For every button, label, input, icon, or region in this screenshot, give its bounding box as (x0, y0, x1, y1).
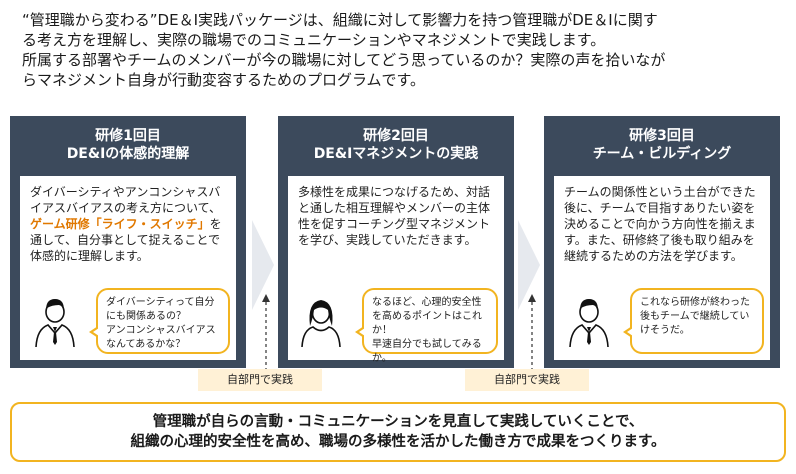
session-3-speech-bubble: これなら研修が終わった後もチームで継続していけそうだ。 (623, 288, 764, 354)
summary-line: 組織の心理的安全性を高め、職場の多様性を活かした働き方で成果をつくります。 (130, 434, 666, 450)
session-1-title: DE&Iの体感的理解 (66, 146, 190, 162)
summary-box: 管理職が自らの言動・コミュニケーションを見直して実践していくことで、 組織の心理… (10, 402, 786, 462)
bubble-tail-inner (93, 328, 99, 336)
intro-line: 所属する部署やチームのメンバーが今の職場に対してどう思っているのか？実際の声を拾… (22, 51, 666, 69)
intro-text: “管理職から変わる”DE＆I実践パッケージは、組織に対して影響力を持つ管理職がD… (22, 10, 782, 90)
session-3-header: 研修3回目 チーム・ビルディング (544, 116, 780, 174)
dashed-up-arrow-icon (528, 294, 536, 374)
bubble-tail-inner (359, 328, 365, 336)
practice-tag: 自部門で実践 (465, 369, 589, 391)
session-1-speech-bubble: ダイバーシティって自分にも関係あるの？ アンコンシャスバイアスなんてあるかな？ (89, 288, 230, 354)
bubble-tail-inner (627, 328, 633, 336)
session-2-description: 多様性を成果につなげるため、対話と通した相互理解やメンバーの主体性を促すコーチン… (298, 185, 491, 247)
intro-line: らマネジメント自身が行動変容するためのプログラムです。 (22, 71, 426, 89)
session-1-header: 研修1回目 DE&Iの体感的理解 (10, 116, 246, 174)
session-2-card: 研修2回目 DE&Iマネジメントの実践 多様性を成果につなげるため、対話と通した… (278, 116, 514, 368)
session-1-card: 研修1回目 DE&Iの体感的理解 ダイバーシティやアンコンシャスバイアスバイアス… (10, 116, 246, 368)
intro-line: “管理職から変わる”DE＆I実践パッケージは、組織に対して影響力を持つ管理職がD… (22, 11, 658, 29)
session-1-desc-text-end: を通して、自分事として捉えることで体感的に理解します。 (30, 217, 222, 263)
session-3-card: 研修3回目 チーム・ビルディング チームの関係性という土台ができた後に、チームで… (544, 116, 780, 368)
session-3-title: チーム・ビルディング (592, 146, 732, 162)
chevron-right-icon (518, 220, 540, 310)
intro-line: る考え方を理解し、実際の職場でのコミュニケーションやマネジメントで実践します。 (22, 31, 606, 49)
session-1-desc-highlight: ゲーム研修「ライフ・スイッチ」 (30, 217, 210, 231)
session-3-number: 研修3回目 (629, 128, 695, 144)
man-icon (35, 299, 75, 348)
session-1-desc-text: ダイバーシティやアンコンシャスバイアスバイアスの考え方について、 (30, 185, 222, 215)
bubble-line: ダイバーシティって自分にも関係あるの？ (106, 297, 215, 322)
bubble-line: 早速自分でも試してみるか。 (372, 339, 482, 364)
summary-line: 管理職が自らの言動・コミュニケーションを見直して実践していくことで、 (152, 414, 644, 430)
session-1-body: ダイバーシティやアンコンシャスバイアスバイアスの考え方について、ゲーム研修「ライ… (20, 176, 236, 360)
session-2-number: 研修2回目 (363, 128, 429, 144)
session-2-header: 研修2回目 DE&Iマネジメントの実践 (278, 116, 514, 174)
bubble-line: アンコンシャスバイアスなんてあるかな？ (106, 325, 216, 350)
dashed-up-arrow-icon (262, 294, 270, 374)
session-3-description: チームの関係性という土台ができた後に、チームで目指すありたい姿を決めることで向か… (564, 185, 756, 263)
bubble-line: なるほど、心理的安全性を高めるポイントはこれか！ (372, 297, 482, 336)
session-1-number: 研修1回目 (95, 128, 161, 144)
practice-tag: 自部門で実践 (198, 369, 322, 391)
session-1-description: ダイバーシティやアンコンシャスバイアスバイアスの考え方について、ゲーム研修「ライ… (30, 184, 226, 264)
chevron-right-icon (252, 220, 274, 310)
session-3-body: チームの関係性という土台ができた後に、チームで目指すありたい姿を決めることで向か… (554, 176, 770, 360)
session-2-speech-bubble: なるほど、心理的安全性を高めるポイントはこれか！ 早速自分でも試してみるか。 (355, 288, 498, 364)
woman-icon (301, 300, 341, 348)
session-2-body: 多様性を成果につなげるため、対話と通した相互理解やメンバーの主体性を促すコーチン… (288, 176, 504, 364)
man-icon (569, 299, 609, 348)
bubble-line: これなら研修が終わった後もチームで継続していけそうだ。 (640, 297, 750, 336)
session-2-title: DE&Iマネジメントの実践 (313, 146, 479, 162)
